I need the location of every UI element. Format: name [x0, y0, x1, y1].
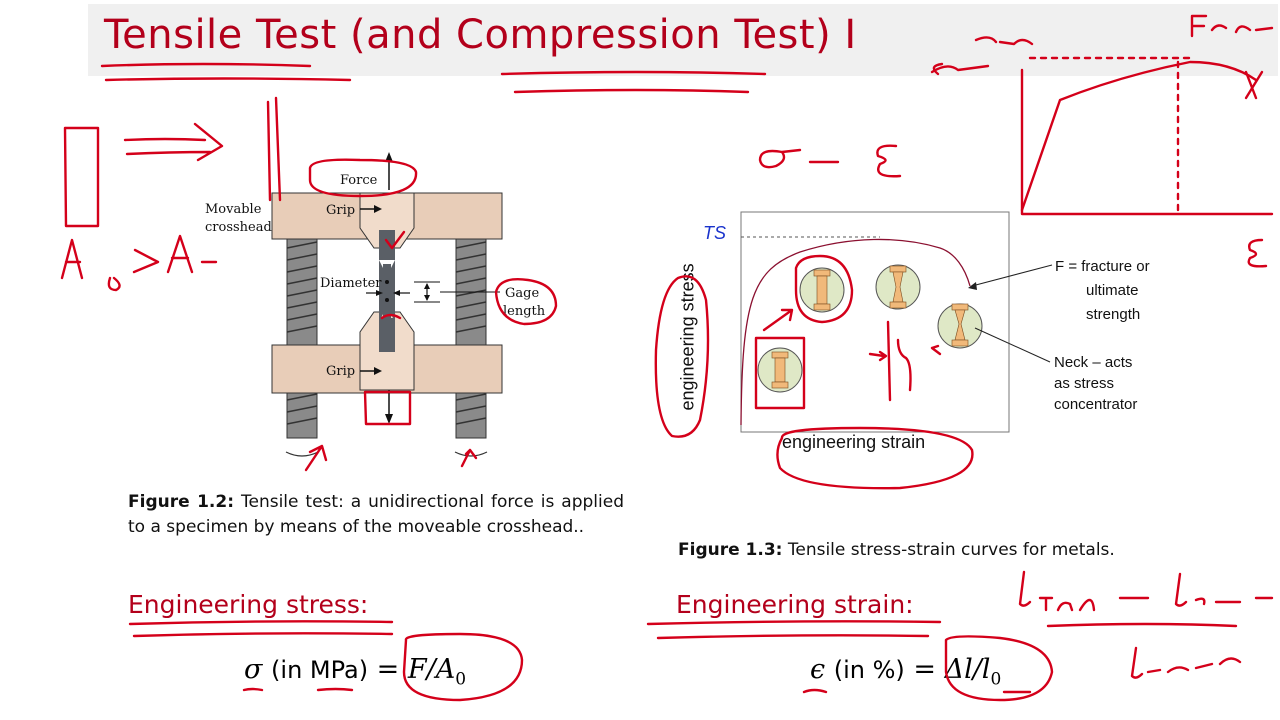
neck-line2: as stress — [1054, 375, 1115, 392]
specimen-circle-2 — [799, 267, 845, 313]
stress-symbol: σ — [244, 654, 263, 685]
strain-symbol: ϵ — [810, 654, 826, 685]
strain-unit: (in %) — [833, 656, 905, 684]
movable-label-line2: crosshead — [205, 220, 272, 235]
top-grip — [359, 192, 415, 249]
figure-1-2-label: Figure 1.2: — [128, 492, 235, 512]
slide-title: Tensile Test (and Compression Test) I — [104, 12, 857, 58]
stress-rhs: F/A — [407, 654, 456, 685]
figure-1-3-text: Tensile stress-strain curves for metals. — [787, 540, 1115, 560]
plot-frame — [740, 211, 1010, 433]
stress-rhs-sub: 0 — [455, 669, 467, 690]
figure-1-3-label: Figure 1.3: — [678, 540, 783, 560]
right-screw — [455, 237, 487, 439]
movable-label-line1: Movable — [205, 202, 262, 217]
strain-rhs-sub: 0 — [990, 669, 1002, 690]
neck-line3: concentrator — [1054, 396, 1138, 413]
ts-label: TS — [703, 223, 727, 243]
figure-1-2-text: Tensile test: a unidirectional force is … — [128, 492, 625, 537]
figure-1-3-caption: Figure 1.3: Tensile stress-strain curves… — [678, 538, 1198, 563]
stress-strain-curve — [740, 238, 971, 426]
fracture-line1: F = fracture or — [1055, 258, 1150, 275]
specimen-circle-4 — [937, 303, 983, 349]
neck-line1: Neck – acts — [1054, 354, 1133, 371]
diameter-label: Diameter — [320, 276, 382, 291]
stress-unit: (in MPa) — [271, 656, 369, 684]
fracture-line2: ultimate — [1086, 282, 1139, 299]
stress-equals: = — [376, 654, 400, 685]
x-axis-label: engineering strain — [782, 432, 926, 452]
title-bar — [88, 4, 1278, 76]
top-grip-label: Grip — [326, 203, 356, 218]
specimen-circle-1 — [757, 347, 803, 393]
specimen — [379, 230, 395, 352]
strain-formula: ϵ (in %) = Δl/l0 — [810, 654, 1001, 689]
specimen-circle-3 — [875, 264, 921, 310]
stress-formula: σ (in MPa) = F/A0 — [244, 654, 466, 689]
gage-label-line1: Gage — [505, 286, 540, 301]
fracture-line3: strength — [1086, 306, 1141, 323]
stress-heading: Engineering stress: — [128, 590, 369, 619]
bottom-grip-label: Grip — [326, 364, 356, 379]
strain-rhs: Δl/l — [944, 654, 991, 685]
strain-equals: = — [913, 654, 936, 685]
left-screw — [286, 237, 318, 439]
force-label: Force — [340, 173, 378, 188]
gage-label-line2: length — [503, 304, 546, 319]
strain-heading: Engineering strain: — [676, 590, 914, 619]
figure-1-2-caption: Figure 1.2: Tensile test: a unidirection… — [128, 490, 624, 540]
